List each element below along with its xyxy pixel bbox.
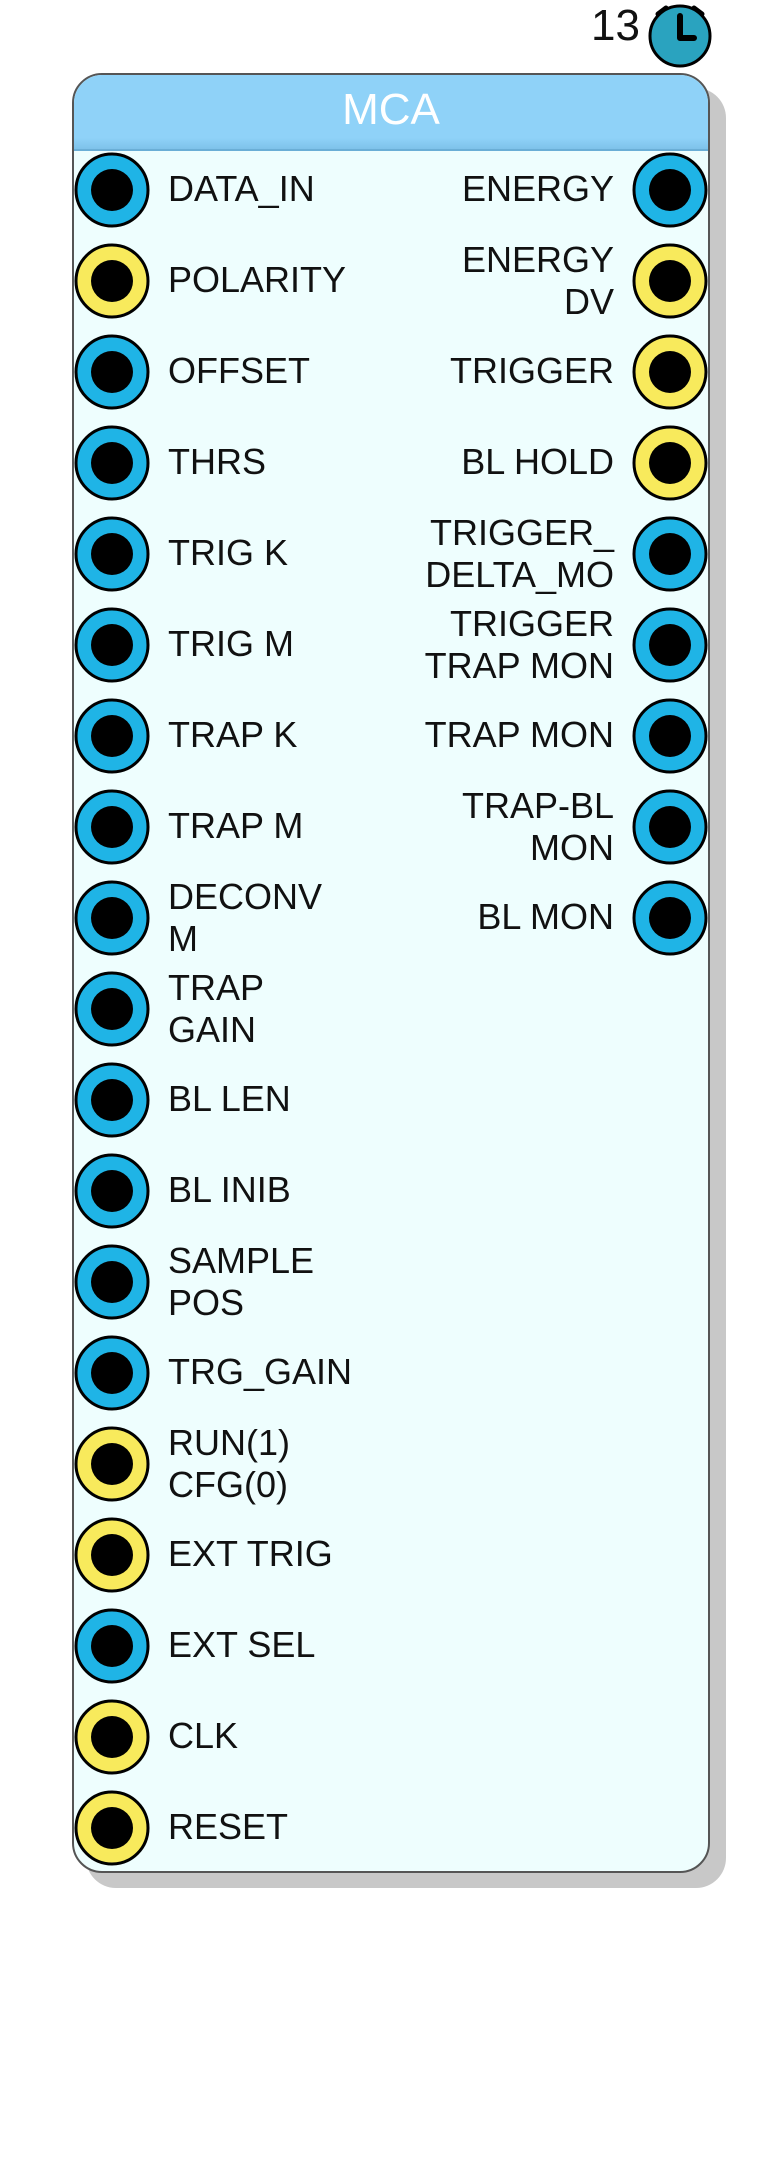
input-port[interactable]: BL INIB <box>74 1151 494 1231</box>
analog-pin-icon[interactable] <box>72 1333 152 1413</box>
input-port[interactable]: TRIG M <box>74 605 494 685</box>
block-count: 13 <box>591 1 640 50</box>
input-port-label: BL INIB <box>168 1169 291 1210</box>
input-port-label: TRIG M <box>168 623 294 664</box>
output-port[interactable]: ENERGY DV <box>288 239 710 322</box>
block-title: MCA <box>74 75 708 151</box>
input-port[interactable]: CLK <box>74 1697 494 1777</box>
input-port[interactable]: TRAP K <box>74 696 494 776</box>
input-port-label: RESET <box>168 1806 289 1847</box>
output-port-label: BL HOLD <box>461 441 614 482</box>
input-port-label: POLARITY <box>168 259 347 300</box>
analog-pin-icon[interactable] <box>72 514 152 594</box>
output-port-label: TRAP MON <box>424 714 614 755</box>
output-port-label: TRIGGER <box>449 350 614 391</box>
output-port[interactable]: TRAP MON <box>288 696 708 776</box>
input-port[interactable]: TRAP M <box>74 787 494 867</box>
analog-pin-icon[interactable] <box>630 696 710 776</box>
input-port-label: TRAP K <box>168 714 298 755</box>
block-badge: 13 <box>560 0 712 68</box>
output-port[interactable]: TRIGGER_ DELTA_MO <box>288 512 710 595</box>
input-port[interactable]: DECONV M <box>72 876 494 959</box>
input-port-label: DECONV M <box>168 876 323 959</box>
input-port[interactable]: BL LEN <box>74 1060 494 1140</box>
analog-pin-icon[interactable] <box>72 969 152 1049</box>
analog-pin-icon[interactable] <box>72 878 152 958</box>
analog-pin-icon[interactable] <box>630 878 710 958</box>
analog-pin-icon[interactable] <box>630 605 710 685</box>
input-port-label: OFFSET <box>168 350 310 391</box>
analog-pin-icon[interactable] <box>72 1151 152 1231</box>
input-port-label: TRG_GAIN <box>168 1351 353 1392</box>
digital-pin-icon[interactable] <box>630 423 710 503</box>
input-port[interactable]: SAMPLE POS <box>72 1240 494 1323</box>
input-port-label: BL LEN <box>168 1078 291 1119</box>
input-port[interactable]: TRIG K <box>74 514 494 594</box>
input-port[interactable]: THRS <box>74 423 494 503</box>
stopwatch-icon <box>648 4 712 68</box>
input-port-label: THRS <box>168 441 266 482</box>
input-port-label: EXT TRIG <box>168 1533 333 1574</box>
output-port-label: TRAP-BL MON <box>461 785 614 868</box>
digital-pin-icon[interactable] <box>72 241 152 321</box>
output-port-label: BL MON <box>477 896 614 937</box>
analog-pin-icon[interactable] <box>630 150 710 230</box>
analog-pin-icon[interactable] <box>72 1242 152 1322</box>
input-port-label: TRAP M <box>168 805 304 846</box>
input-port[interactable]: TRAP GAIN <box>72 967 494 1050</box>
analog-pin-icon[interactable] <box>630 787 710 867</box>
input-port-label: TRAP GAIN <box>168 967 265 1050</box>
analog-pin-icon[interactable] <box>72 423 152 503</box>
analog-pin-icon[interactable] <box>630 514 710 594</box>
output-port-label: ENERGY DV <box>461 239 614 322</box>
input-port[interactable]: POLARITY <box>74 241 494 321</box>
output-port-label: ENERGY <box>461 168 614 209</box>
input-port[interactable]: EXT TRIG <box>74 1515 494 1595</box>
input-port-label: TRIG K <box>168 532 289 573</box>
mca-block[interactable]: MCA DATA_IN POLARITY OFFSET THRS TRIG K TRIG … <box>72 73 710 1873</box>
digital-pin-icon[interactable] <box>72 1515 152 1595</box>
output-port[interactable]: ENERGY <box>288 150 708 230</box>
output-port[interactable]: TRIGGER TRAP MON <box>288 603 710 686</box>
digital-pin-icon[interactable] <box>630 332 710 412</box>
input-port[interactable]: OFFSET <box>74 332 494 412</box>
input-port-label: DATA_IN <box>168 168 315 209</box>
output-port-label: TRIGGER TRAP MON <box>424 603 614 686</box>
digital-pin-icon[interactable] <box>630 241 710 321</box>
input-port-label: EXT SEL <box>168 1624 316 1665</box>
input-port-label: CLK <box>168 1715 239 1756</box>
digital-pin-icon[interactable] <box>72 1788 152 1868</box>
digital-pin-icon[interactable] <box>72 1424 152 1504</box>
analog-pin-icon[interactable] <box>72 696 152 776</box>
input-port[interactable]: RESET <box>74 1788 494 1868</box>
analog-pin-icon[interactable] <box>72 1606 152 1686</box>
input-port[interactable]: EXT SEL <box>74 1606 494 1686</box>
output-port[interactable]: TRAP-BL MON <box>288 785 710 868</box>
analog-pin-icon[interactable] <box>72 787 152 867</box>
output-port[interactable]: TRIGGER <box>288 332 708 412</box>
analog-pin-icon[interactable] <box>72 332 152 412</box>
input-port[interactable]: TRG_GAIN <box>74 1333 494 1413</box>
input-port-label: RUN(1) CFG(0) <box>168 1422 290 1505</box>
input-port[interactable]: RUN(1) CFG(0) <box>72 1422 494 1505</box>
output-port[interactable]: BL HOLD <box>288 423 708 503</box>
analog-pin-icon[interactable] <box>72 150 152 230</box>
analog-pin-icon[interactable] <box>72 1060 152 1140</box>
input-port-label: SAMPLE POS <box>168 1240 315 1323</box>
digital-pin-icon[interactable] <box>72 1697 152 1777</box>
input-port[interactable]: DATA_IN <box>74 150 494 230</box>
analog-pin-icon[interactable] <box>72 605 152 685</box>
output-port[interactable]: BL MON <box>288 878 708 958</box>
output-port-label: TRIGGER_ DELTA_MO <box>425 512 614 595</box>
